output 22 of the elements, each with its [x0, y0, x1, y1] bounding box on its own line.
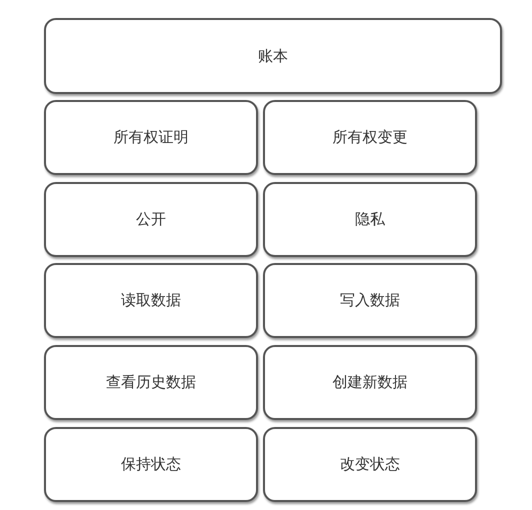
- box-label: 所有权变更: [332, 128, 408, 147]
- box-label: 保持状态: [121, 455, 181, 474]
- box-label: 读取数据: [121, 291, 181, 310]
- process-box: [44, 427, 258, 502]
- box-label: 写入数据: [340, 291, 400, 310]
- box-label: 改变状态: [340, 455, 400, 474]
- process-box: [44, 345, 258, 420]
- box-label: 所有权证明: [114, 128, 188, 147]
- box-label: 创建新数据: [332, 373, 408, 392]
- process-box: [44, 18, 502, 94]
- process-box: [263, 182, 477, 257]
- process-box: [263, 345, 477, 420]
- process-box: [44, 263, 258, 338]
- box-label: 公开: [136, 210, 166, 229]
- box-label: 隐私: [355, 210, 385, 229]
- process-box: [44, 182, 258, 257]
- box-label: 账本: [258, 46, 288, 66]
- process-box: [263, 427, 477, 502]
- process-box: [263, 263, 477, 338]
- box-label: 查看历史数据: [106, 373, 196, 392]
- process-box: [263, 100, 477, 175]
- process-box: [44, 100, 258, 175]
